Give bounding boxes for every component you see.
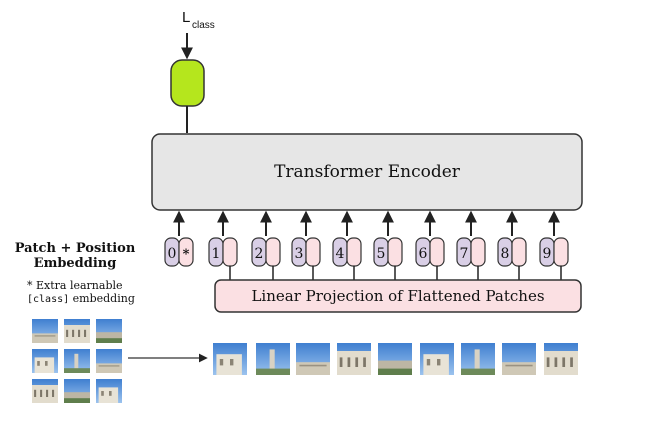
grid-patch-3 [96, 319, 122, 343]
grid-patch-9 [96, 379, 122, 403]
position-number: 4 [336, 246, 345, 262]
mlp-head [170, 59, 205, 107]
patch-thumbnail-1 [213, 343, 247, 375]
token-5: 5 [373, 210, 403, 280]
patch-thumbnail-6 [420, 343, 454, 375]
class-token-star: * [183, 247, 190, 262]
patch-thumbnail-3 [296, 343, 330, 375]
grid-patch-4 [32, 349, 58, 373]
patch-embedding-pill [511, 237, 527, 267]
token-8: 8 [497, 210, 527, 280]
grid-patch-8 [64, 379, 90, 403]
token-1: 1 [208, 210, 238, 280]
position-number: 1 [212, 246, 221, 262]
grid-patch-6 [96, 349, 122, 373]
embedding-title-line2: Embedding [34, 256, 117, 271]
patch-embedding-pill [470, 237, 486, 267]
image-patch-grid [32, 319, 122, 403]
patch-thumbnail-8 [502, 343, 536, 375]
patch-embedding-pill [305, 237, 321, 267]
embedding-title-line1: Patch + Position [15, 241, 136, 256]
class-note-line1: * Extra learnable [27, 279, 123, 292]
token-7: 7 [456, 210, 486, 280]
linear-projection-label: Linear Projection of Flattened Patches [251, 287, 544, 305]
position-number: 5 [377, 246, 386, 262]
class-note-suffix: embedding [69, 292, 135, 305]
token-0: 0* [164, 210, 194, 267]
loss-subscript: class [192, 20, 215, 31]
class-note-code: [class] [27, 294, 69, 305]
transformer-encoder-label: Transformer Encoder [274, 162, 461, 182]
token-3: 3 [291, 210, 321, 280]
patch-thumbnail-7 [461, 343, 495, 375]
patch-embedding-pill [429, 237, 445, 267]
position-number: 6 [419, 246, 428, 262]
position-number: 3 [295, 246, 304, 262]
position-number: 9 [543, 246, 552, 262]
position-number: 2 [255, 246, 264, 262]
patch-embedding-pill [222, 237, 238, 267]
grid-patch-1 [32, 319, 58, 343]
class-note-line2: [class] embedding [27, 292, 135, 305]
grid-patch-5 [64, 349, 90, 373]
patch-embedding-pill [553, 237, 569, 267]
patch-embedding-pill [387, 237, 403, 267]
token-4: 4 [332, 210, 362, 280]
patch-thumbnail-5 [378, 343, 412, 375]
loss-label: L class [182, 9, 215, 31]
linear-projection-box [214, 279, 582, 313]
patch-thumbnail-4 [337, 343, 371, 375]
grid-patch-2 [64, 319, 90, 343]
loss-main: L [182, 9, 190, 26]
token-6: 6 [415, 210, 445, 280]
patch-thumbnails [213, 343, 578, 375]
patch-embedding-pill [265, 237, 281, 267]
token-2: 2 [251, 210, 281, 280]
patch-thumbnail-2 [256, 343, 290, 375]
token-9: 9 [539, 210, 569, 280]
transformer-encoder-box [151, 133, 583, 211]
patch-embedding-pill [178, 237, 194, 267]
patch-embedding-pill [346, 237, 362, 267]
position-number: 0 [168, 246, 177, 262]
position-number: 7 [460, 246, 469, 262]
patch-thumbnail-9 [544, 343, 578, 375]
position-number: 8 [501, 246, 510, 262]
grid-patch-7 [32, 379, 58, 403]
